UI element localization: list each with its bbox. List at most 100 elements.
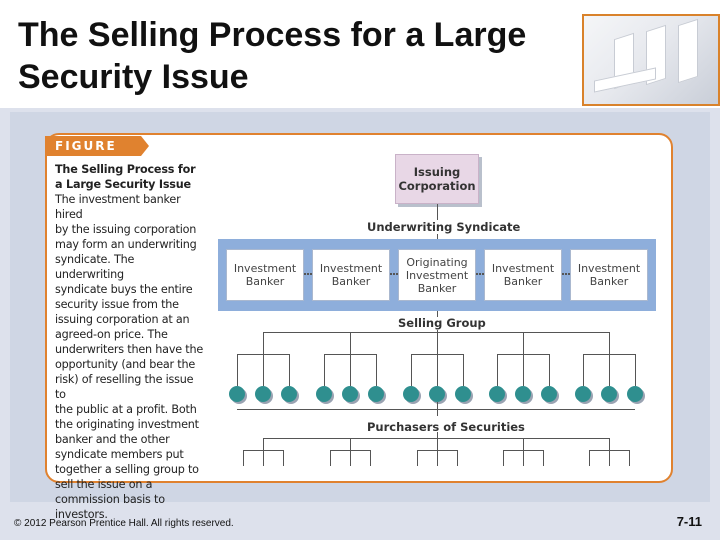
purchaser-leaf [350,450,351,466]
caption-title-line-1: The Selling Process for [55,163,196,176]
syndicate-dotted-link [304,273,312,275]
page-number: 7-11 [676,514,702,529]
caption-line: syndicate buys the entire [55,283,193,296]
group-drop [350,332,351,354]
dealer-dot [541,386,557,402]
dealer-drop [289,354,290,386]
connector-syndicate [437,234,438,240]
dealer-dot [316,386,332,402]
purchaser-leaf [263,450,264,466]
purchaser-leaf [417,450,418,466]
caption-body: The investment banker hired by the issuin… [55,192,205,522]
purchaser-drop [263,438,264,450]
issuer-line-2: Corporation [398,179,476,193]
purchaser-leaf [457,450,458,466]
caption-line: commission basis to [55,493,165,506]
banker-label: Investment [405,268,469,282]
banker-label: Banker [245,275,285,288]
dealer-drop [463,354,464,386]
group-drop [609,332,610,354]
purchaser-drop [609,438,610,450]
dealer-dot [489,386,505,402]
title-line-2: Security Issue [18,58,249,96]
caption-line: opportunity (and bear the [55,358,196,371]
purchaser-leaf [330,450,331,466]
purchaser-leaf [609,450,610,466]
caption-line: the originating investment [55,418,199,431]
caption-line: risk) of reselling the issue to [55,373,194,401]
banker-label: Originating [406,255,468,269]
dealer-drop [609,354,610,386]
dealer-dot [601,386,617,402]
purchaser-leaf [437,450,438,466]
caption-line: security issue from the [55,298,179,311]
purchaser-leaf [543,450,544,466]
group-drop [437,332,438,354]
purchaser-leaf [629,450,630,466]
selling-group-label: Selling Group [398,316,486,330]
issuer-line-1: Issuing [413,165,461,179]
dealer-dot [281,386,297,402]
connector-selling-group [437,311,438,317]
dealer-drop [237,354,238,386]
dealer-drop [523,354,524,386]
purchaser-drop [523,438,524,450]
dealer-drop [549,354,550,386]
purchaser-drop [350,438,351,450]
caption-line: by the issuing corporation [55,223,197,236]
purchaser-leaf [523,450,524,466]
banker-label: Banker [589,275,629,288]
purchasers-lower-drop [437,432,438,439]
selling-group-drop [437,330,438,333]
slide-title: The Selling Process for a Large Security… [18,14,578,98]
dealer-dot [515,386,531,402]
title-line-1: The Selling Process for a Large [18,16,527,54]
issuing-corporation-box: Issuing Corporation [395,154,479,204]
purchasers-drop [437,402,438,416]
caption-line: The investment banker hired [55,193,181,221]
dealer-drop [411,354,412,386]
syndicate-dotted-link [562,273,570,275]
dealer-drop [376,354,377,386]
dealer-drop [350,354,351,386]
purchaser-leaf [243,450,244,466]
header-photo [582,14,720,106]
dealer-dot [627,386,643,402]
caption-line: syndicate. The underwriting [55,253,135,281]
dealer-dot [255,386,271,402]
selling-group-bus [263,332,609,333]
dealer-dot [575,386,591,402]
banker-label: Investment [233,262,297,275]
group-drop [263,332,264,354]
dealer-dot [429,386,445,402]
caption-line: the public at a profit. Both [55,403,197,416]
dealer-drop [635,354,636,386]
figure-tag: FIGURE 7.2 [45,136,149,173]
caption-line: agreed-on price. The [55,328,168,341]
dealer-drop [324,354,325,386]
banker-label: Investment [319,262,383,275]
caption-line: issuing corporation at an [55,313,190,326]
group-drop [523,332,524,354]
purchasers-label: Purchasers of Securities [367,420,525,434]
purchaser-drop [437,438,438,450]
dealer-dot [455,386,471,402]
dealer-dot [342,386,358,402]
dealer-drop [437,354,438,386]
syndicate-label: Underwriting Syndicate [367,220,521,234]
purchaser-leaf [370,450,371,466]
caption-line: sell the issue on a [55,478,153,491]
caption-line: underwriters then have the [55,343,204,356]
caption-line: together a selling group to [55,463,199,476]
dealer-dot [403,386,419,402]
caption-line: banker and the other [55,433,170,446]
connector-issuer [437,204,438,220]
caption-line: syndicate members put [55,448,184,461]
purchaser-leaf [589,450,590,466]
purchaser-leaf [503,450,504,466]
